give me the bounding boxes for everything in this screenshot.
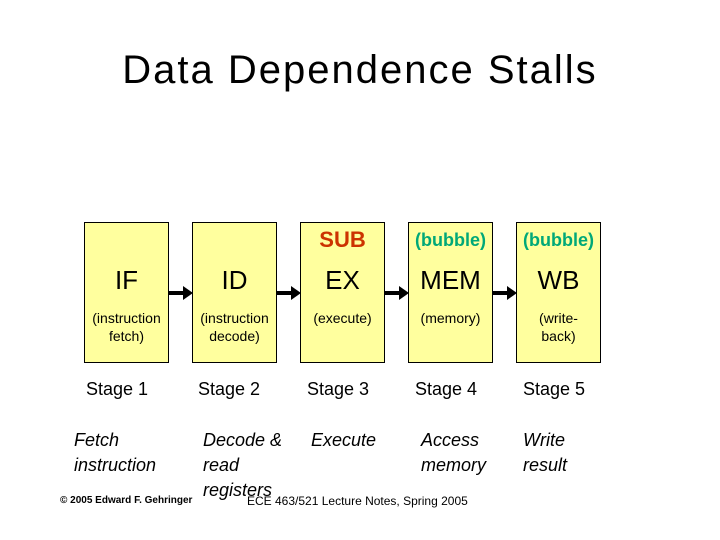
right-arrow-icon <box>276 286 301 300</box>
box-top-area: SUB <box>301 223 384 257</box>
bubble-label: (bubble) <box>523 230 594 250</box>
stage-number-label-1: Stage 1 <box>86 379 149 399</box>
stage-number-label-3: Stage 3 <box>307 379 370 399</box>
arrow-head <box>399 286 409 300</box>
arrow-shaft <box>168 291 184 295</box>
arrow-shaft <box>276 291 292 295</box>
right-arrow-icon <box>168 286 193 300</box>
stage-description-fetch: Fetch instruction <box>74 430 157 475</box>
stage-abbrev: WB <box>537 265 580 295</box>
stage-abbrev: ID <box>221 265 248 295</box>
box-top-area: (bubble) <box>409 223 492 257</box>
stage-subtitle: (write- back) <box>539 310 578 344</box>
stage-subtitle: (memory) <box>420 310 481 326</box>
stage-description-decode: Decode & read registers <box>203 430 283 500</box>
arrow-shaft <box>492 291 508 295</box>
arrow-head <box>183 286 193 300</box>
box-top-area <box>85 223 168 257</box>
stage-number-label-4: Stage 4 <box>415 379 478 399</box>
arrow-head <box>291 286 301 300</box>
stage-abbrev: MEM <box>420 265 481 295</box>
pipeline-box-if: IF (instruction fetch) <box>84 222 169 363</box>
stage-subtitle: (execute) <box>313 310 372 326</box>
right-arrow-icon <box>384 286 409 300</box>
arrow-shaft <box>384 291 400 295</box>
footer-course-label: ECE 463/521 Lecture Notes, Spring 2005 <box>247 494 468 508</box>
instruction-label-sub: SUB <box>319 227 366 252</box>
footer-copyright: © 2005 Edward F. Gehringer <box>60 495 193 506</box>
slide-title: Data Dependence Stalls <box>122 48 598 92</box>
stage-number-label-5: Stage 5 <box>523 379 586 399</box>
stage-abbrev: IF <box>114 265 139 295</box>
right-arrow-icon <box>492 286 517 300</box>
arrow-head <box>507 286 517 300</box>
stage-abbrev: EX <box>325 265 360 295</box>
stage-description-write: Write result <box>523 430 568 475</box>
stage-description-memory: Access memory <box>421 430 487 475</box>
stage-description-execute: Execute <box>311 430 377 450</box>
stage-number-label-2: Stage 2 <box>198 379 261 399</box>
pipeline-box-ex: SUB EX (execute) <box>300 222 385 363</box>
stage-subtitle: (instruction fetch) <box>92 310 161 344</box>
pipeline-box-wb: (bubble) WB (write- back) <box>516 222 601 363</box>
pipeline-box-id: ID (instruction decode) <box>192 222 277 363</box>
pipeline-box-mem: (bubble) MEM (memory) <box>408 222 493 363</box>
bubble-label: (bubble) <box>415 230 486 250</box>
box-top-area <box>193 223 276 257</box>
stage-subtitle: (instruction decode) <box>200 310 269 344</box>
box-top-area: (bubble) <box>517 223 600 257</box>
